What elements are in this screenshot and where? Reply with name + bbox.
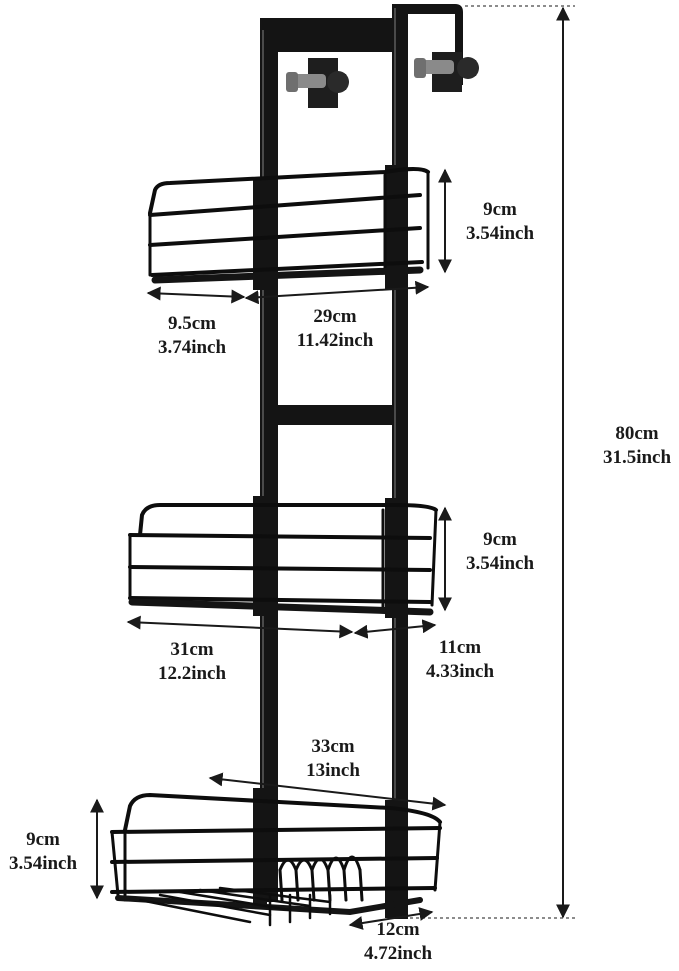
top-basket-width-label: 29cm 11.42inch bbox=[297, 305, 374, 353]
bottom-basket-height-inch: 3.54inch bbox=[8, 853, 78, 874]
bottom-basket-width-inch: 13inch bbox=[306, 760, 360, 781]
mid-basket-width-cm: 31cm bbox=[170, 639, 214, 660]
bottom-basket-height-label: 9cm 3.54inch bbox=[9, 828, 77, 876]
top-basket-depth-cm: 9.5cm bbox=[167, 313, 217, 334]
middle-basket-bracket-left bbox=[253, 496, 267, 616]
bottom-basket-depth-inch: 4.72inch bbox=[363, 943, 433, 964]
mid-basket-depth-cm: 11cm bbox=[438, 637, 482, 658]
total-height-cm: 80cm bbox=[615, 423, 659, 444]
mid-basket-height-label: 9cm 3.54inch bbox=[466, 528, 534, 576]
top-basket-depth-line bbox=[146, 286, 246, 304]
mid-basket-width-label: 31cm 12.2inch bbox=[158, 638, 226, 686]
total-height-inch: 31.5inch bbox=[602, 447, 672, 468]
mid-basket-width-inch: 12.2inch bbox=[157, 663, 227, 684]
middle-crossbar bbox=[275, 405, 393, 425]
bottom-basket-width-label: 33cm 13inch bbox=[306, 735, 360, 783]
mid-basket-depth-line bbox=[353, 619, 437, 639]
top-basket-depth-inch: 3.74inch bbox=[157, 337, 227, 358]
tightening-knob-left bbox=[286, 71, 349, 93]
top-basket-height-cm: 9cm bbox=[483, 199, 517, 220]
bottom-basket-width-cm: 33cm bbox=[311, 736, 355, 757]
total-height-label: 80cm 31.5inch bbox=[603, 422, 671, 470]
top-basket-height-inch: 3.54inch bbox=[465, 223, 535, 244]
mid-basket-height-cm: 9cm bbox=[483, 529, 517, 550]
bottom-basket-depth-cm: 12cm bbox=[376, 919, 420, 940]
top-basket bbox=[148, 165, 430, 290]
top-basket-depth-label: 9.5cm 3.74inch bbox=[158, 312, 226, 360]
middle-basket bbox=[128, 496, 438, 618]
bottom-basket-width-line bbox=[208, 772, 447, 811]
top-basket-width-cm: 29cm bbox=[313, 306, 357, 327]
mid-basket-width-line bbox=[126, 615, 354, 639]
bottom-basket-height-cm: 9cm bbox=[26, 829, 60, 850]
tightening-knob-right bbox=[414, 57, 479, 79]
dimension-lines bbox=[90, 5, 575, 930]
middle-basket-bracket-right bbox=[385, 498, 399, 618]
mid-basket-depth-inch: 4.33inch bbox=[425, 661, 495, 682]
bottom-basket-depth-label: 12cm 4.72inch bbox=[364, 918, 432, 966]
top-basket-width-inch: 11.42inch bbox=[296, 330, 374, 351]
bottom-basket-bracket-left bbox=[253, 788, 267, 908]
bottom-basket bbox=[110, 788, 442, 927]
bottom-basket-depth-line bbox=[348, 907, 434, 930]
top-basket-height-label: 9cm 3.54inch bbox=[466, 198, 534, 246]
mid-basket-height-inch: 3.54inch bbox=[465, 553, 535, 574]
mid-basket-depth-label: 11cm 4.33inch bbox=[426, 636, 494, 684]
top-basket-width-line bbox=[244, 280, 430, 305]
